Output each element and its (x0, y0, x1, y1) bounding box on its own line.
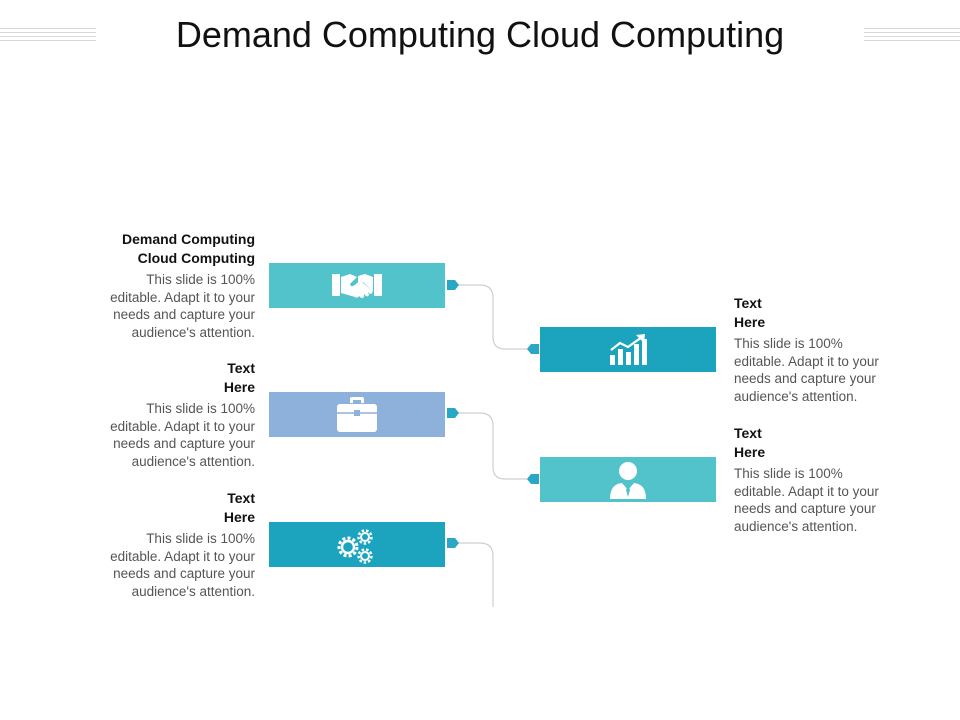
connector-node (447, 538, 459, 548)
block-heading: Text Here (734, 295, 766, 330)
bar-4 (540, 327, 716, 372)
block-body: This slide is 100% editable. Adapt it to… (110, 401, 255, 469)
growth-chart-icon (610, 333, 647, 365)
connector-node (527, 344, 539, 354)
right-text-block-2: Text Here This slide is 100% editable. A… (734, 424, 904, 535)
right-text-block-1: Text Here This slide is 100% editable. A… (734, 294, 904, 405)
bar-2 (269, 392, 445, 437)
connector-node (447, 280, 459, 290)
connector-node (527, 474, 539, 484)
block-heading: Demand Computing Cloud Computing (122, 231, 255, 266)
handshake-icon (332, 273, 382, 298)
decorative-lines-left (0, 28, 96, 46)
block-heading: Text Here (223, 490, 255, 525)
left-text-block-2: Text Here This slide is 100% editable. A… (85, 359, 255, 470)
connector-node (447, 408, 459, 418)
block-body: This slide is 100% editable. Adapt it to… (734, 466, 879, 534)
block-body: This slide is 100% editable. Adapt it to… (110, 272, 255, 340)
decorative-lines-right (864, 28, 960, 46)
bar-3 (269, 522, 445, 567)
block-heading: Text Here (223, 360, 255, 395)
block-body: This slide is 100% editable. Adapt it to… (110, 531, 255, 599)
gears-icon (337, 528, 373, 564)
left-text-block-1: Demand Computing Cloud Computing This sl… (85, 230, 255, 341)
briefcase-icon (337, 396, 377, 432)
bar-1 (269, 263, 445, 308)
bar-5 (540, 457, 716, 502)
left-text-block-3: Text Here This slide is 100% editable. A… (85, 489, 255, 600)
page-title: Demand Computing Cloud Computing (175, 14, 785, 55)
block-heading: Text Here (734, 425, 766, 460)
block-body: This slide is 100% editable. Adapt it to… (734, 336, 879, 404)
person-icon (610, 461, 646, 499)
